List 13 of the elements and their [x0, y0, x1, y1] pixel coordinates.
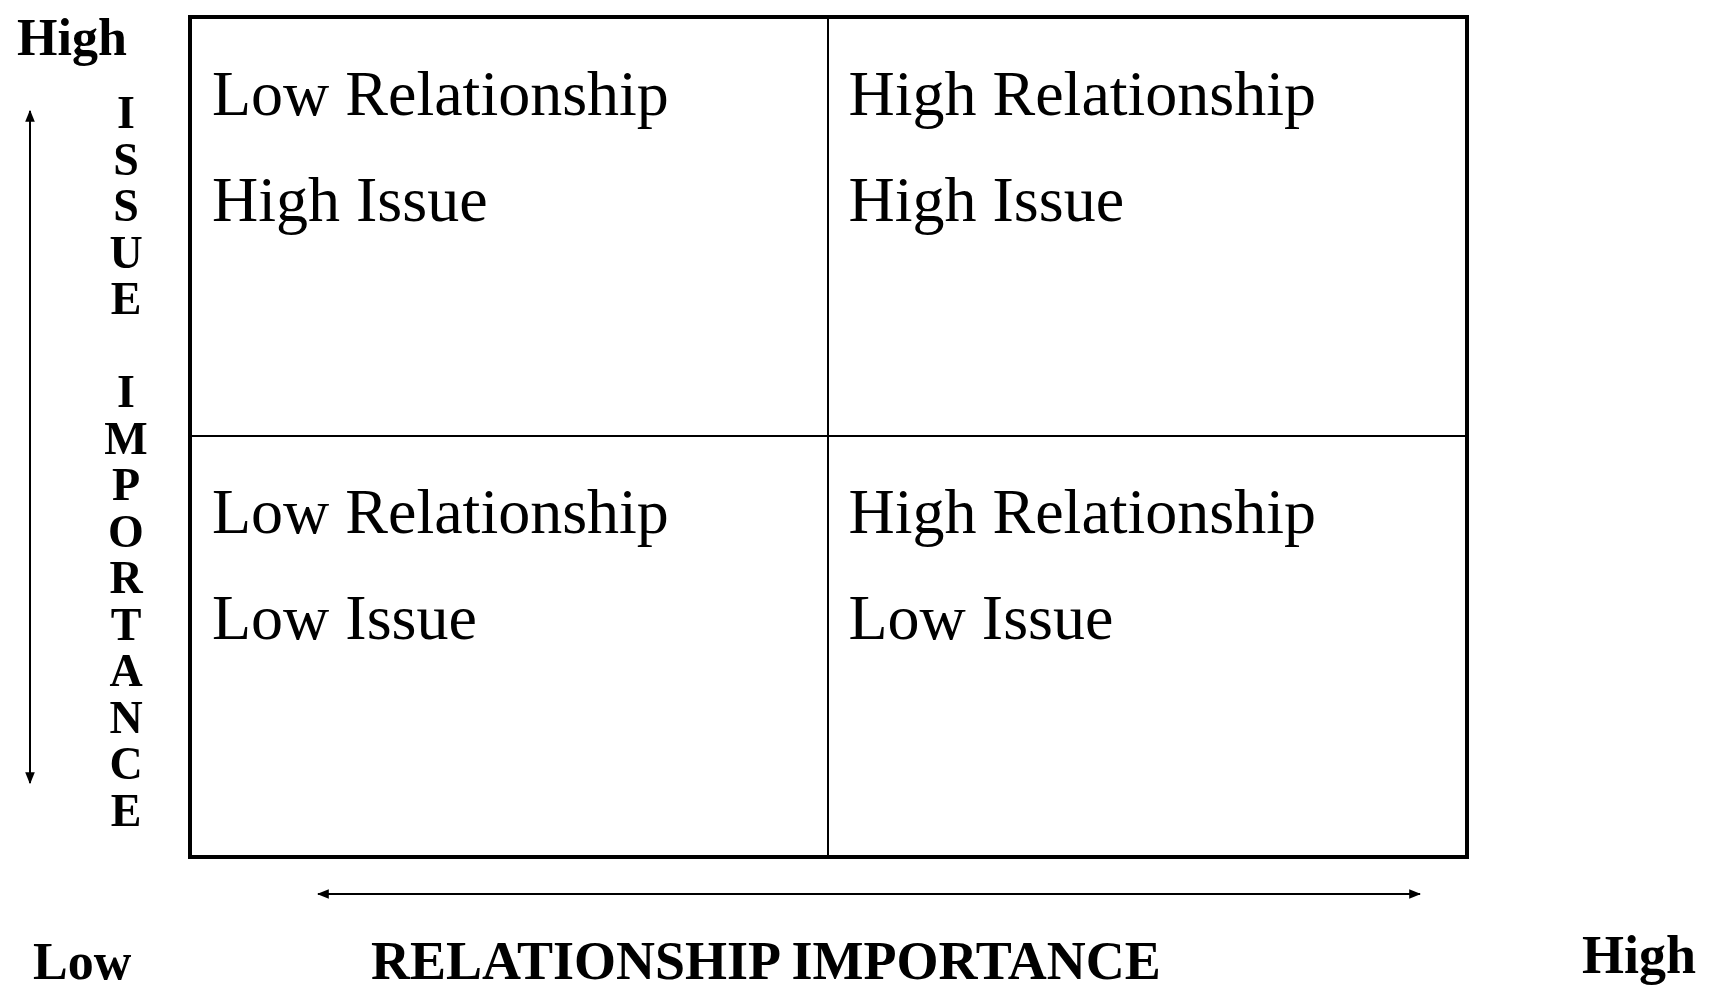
quadrant-label: High Relationship	[848, 475, 1318, 549]
quadrant-label: Low Issue	[212, 581, 478, 655]
quadrant-label: Low Issue	[848, 581, 1115, 655]
quadrant-cell	[192, 19, 829, 437]
quadrant-label: Low Relationship	[212, 475, 670, 549]
axis-title: ISSUE IMPORTANCE	[104, 90, 148, 834]
axis-end-label: Low	[33, 936, 132, 988]
quadrant-label: High Relationship	[848, 57, 1318, 131]
quadrant-label: High Issue	[212, 163, 489, 237]
quadrant-label: High Issue	[848, 163, 1126, 237]
axis-title: RELATIONSHIP IMPORTANCE	[371, 934, 1161, 988]
quadrant-label: Low Relationship	[212, 57, 670, 131]
axis-end-label: High	[17, 12, 127, 64]
